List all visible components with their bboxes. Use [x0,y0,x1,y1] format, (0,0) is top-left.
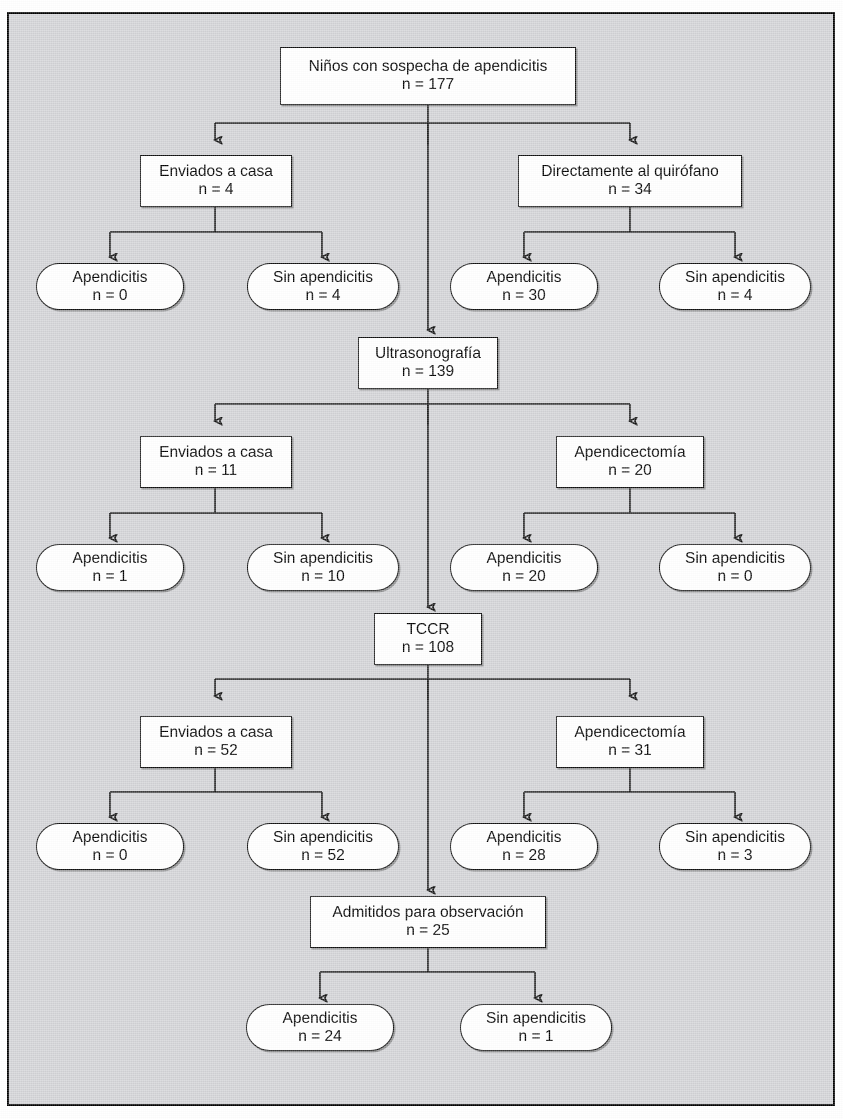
node-or-count: n = 34 [608,181,652,198]
node-appendectomy-2-no-appendicitis-count: n = 3 [717,846,753,864]
node-observation-no-appendicitis-count: n = 1 [518,1027,554,1045]
node-home1-appendicitis[interactable]: Apendicitis n = 0 [36,263,184,310]
node-home1-count: n = 4 [198,181,234,198]
node-ultrasound-count: n = 139 [401,363,455,380]
node-observation-no-appendicitis[interactable]: Sin apendicitis n = 1 [460,1004,612,1051]
node-observation[interactable]: Admitidos para observación n = 25 [310,896,546,948]
node-or-appendicitis-count: n = 30 [502,286,546,304]
node-appendectomy-1-no-appendicitis-count: n = 0 [717,567,753,585]
node-home3-appendicitis[interactable]: Apendicitis n = 0 [36,823,184,870]
node-home2-label: Enviados a casa [159,444,273,462]
node-home3-no-appendicitis[interactable]: Sin apendicitis n = 52 [247,823,399,870]
node-appendectomy-2-appendicitis-count: n = 28 [502,846,546,864]
node-home3-appendicitis-label: Apendicitis [72,828,148,846]
node-ct[interactable]: TCCR n = 108 [374,613,482,665]
edge-home1-split [110,207,322,257]
node-home2-no-appendicitis-label: Sin apendicitis [273,549,373,567]
node-appendectomy-1-appendicitis-label: Apendicitis [486,549,562,567]
node-root-label: Niños con sospecha de apendicitis [308,58,548,76]
node-appendectomy-2-count: n = 31 [608,742,652,759]
edge-appy1-split [524,488,735,538]
node-appendectomy-2[interactable]: Apendicectomía n = 31 [556,716,704,768]
node-or-no-appendicitis[interactable]: Sin apendicitis n = 4 [659,263,811,310]
edge-root-split [215,105,630,330]
node-home1-appendicitis-count: n = 0 [92,286,128,304]
node-home1-no-appendicitis[interactable]: Sin apendicitis n = 4 [247,263,399,310]
node-observation-appendicitis-count: n = 24 [298,1027,342,1045]
node-home2[interactable]: Enviados a casa n = 11 [140,436,292,488]
node-home1-no-appendicitis-count: n = 4 [305,286,341,304]
node-home2-appendicitis[interactable]: Apendicitis n = 1 [36,544,184,591]
node-or-no-appendicitis-count: n = 4 [717,286,753,304]
node-observation-count: n = 25 [406,922,450,939]
edge-us-split [215,389,630,607]
node-appendectomy-2-no-appendicitis-label: Sin apendicitis [685,828,785,846]
node-observation-no-appendicitis-label: Sin apendicitis [486,1009,586,1027]
node-ultrasound-label: Ultrasonografía [375,345,481,363]
node-or-appendicitis-label: Apendicitis [486,268,562,286]
node-home2-appendicitis-label: Apendicitis [72,549,148,567]
node-appendectomy-2-no-appendicitis[interactable]: Sin apendicitis n = 3 [659,823,811,870]
edge-appy2-split [524,768,735,817]
node-appendectomy-1-appendicitis-count: n = 20 [502,567,546,585]
node-home2-appendicitis-count: n = 1 [92,567,128,585]
node-home3-no-appendicitis-count: n = 52 [301,846,345,864]
node-home1-label: Enviados a casa [159,163,273,181]
node-or-no-appendicitis-label: Sin apendicitis [685,268,785,286]
node-or-label: Directamente al quirófano [541,163,719,181]
node-home3-no-appendicitis-label: Sin apendicitis [273,828,373,846]
node-appendectomy-2-appendicitis-label: Apendicitis [486,828,562,846]
node-ultrasound[interactable]: Ultrasonografía n = 139 [358,337,498,389]
node-observation-appendicitis[interactable]: Apendicitis n = 24 [246,1004,394,1051]
node-home3-label: Enviados a casa [159,724,273,742]
edge-or-split [524,207,735,257]
node-appendectomy-1-label: Apendicectomía [574,444,686,462]
node-home1-appendicitis-label: Apendicitis [72,268,148,286]
node-home3-appendicitis-count: n = 0 [92,846,128,864]
node-root-count: n = 177 [401,76,455,93]
node-home2-no-appendicitis-count: n = 10 [301,567,345,585]
edge-home3-split [110,768,322,817]
node-ct-label: TCCR [406,621,450,639]
node-root[interactable]: Niños con sospecha de apendicitis n = 17… [280,47,576,105]
node-appendectomy-1-no-appendicitis[interactable]: Sin apendicitis n = 0 [659,544,811,591]
node-home3-count: n = 52 [194,742,238,759]
node-appendectomy-1-count: n = 20 [608,462,652,479]
node-observation-appendicitis-label: Apendicitis [282,1009,358,1027]
node-appendectomy-2-appendicitis[interactable]: Apendicitis n = 28 [450,823,598,870]
node-appendectomy-2-label: Apendicectomía [574,724,686,742]
node-home2-no-appendicitis[interactable]: Sin apendicitis n = 10 [247,544,399,591]
node-appendectomy-1-appendicitis[interactable]: Apendicitis n = 20 [450,544,598,591]
edge-obs-split [320,948,535,998]
node-home2-count: n = 11 [194,462,238,479]
node-home1-no-appendicitis-label: Sin apendicitis [273,268,373,286]
node-home3[interactable]: Enviados a casa n = 52 [140,716,292,768]
node-appendectomy-1-no-appendicitis-label: Sin apendicitis [685,549,785,567]
node-observation-label: Admitidos para observación [332,904,524,922]
node-ct-count: n = 108 [401,639,455,656]
node-appendectomy-1[interactable]: Apendicectomía n = 20 [556,436,704,488]
node-or[interactable]: Directamente al quirófano n = 34 [518,155,742,207]
node-home1[interactable]: Enviados a casa n = 4 [140,155,292,207]
node-or-appendicitis[interactable]: Apendicitis n = 30 [450,263,598,310]
edge-home2-split [110,488,322,538]
